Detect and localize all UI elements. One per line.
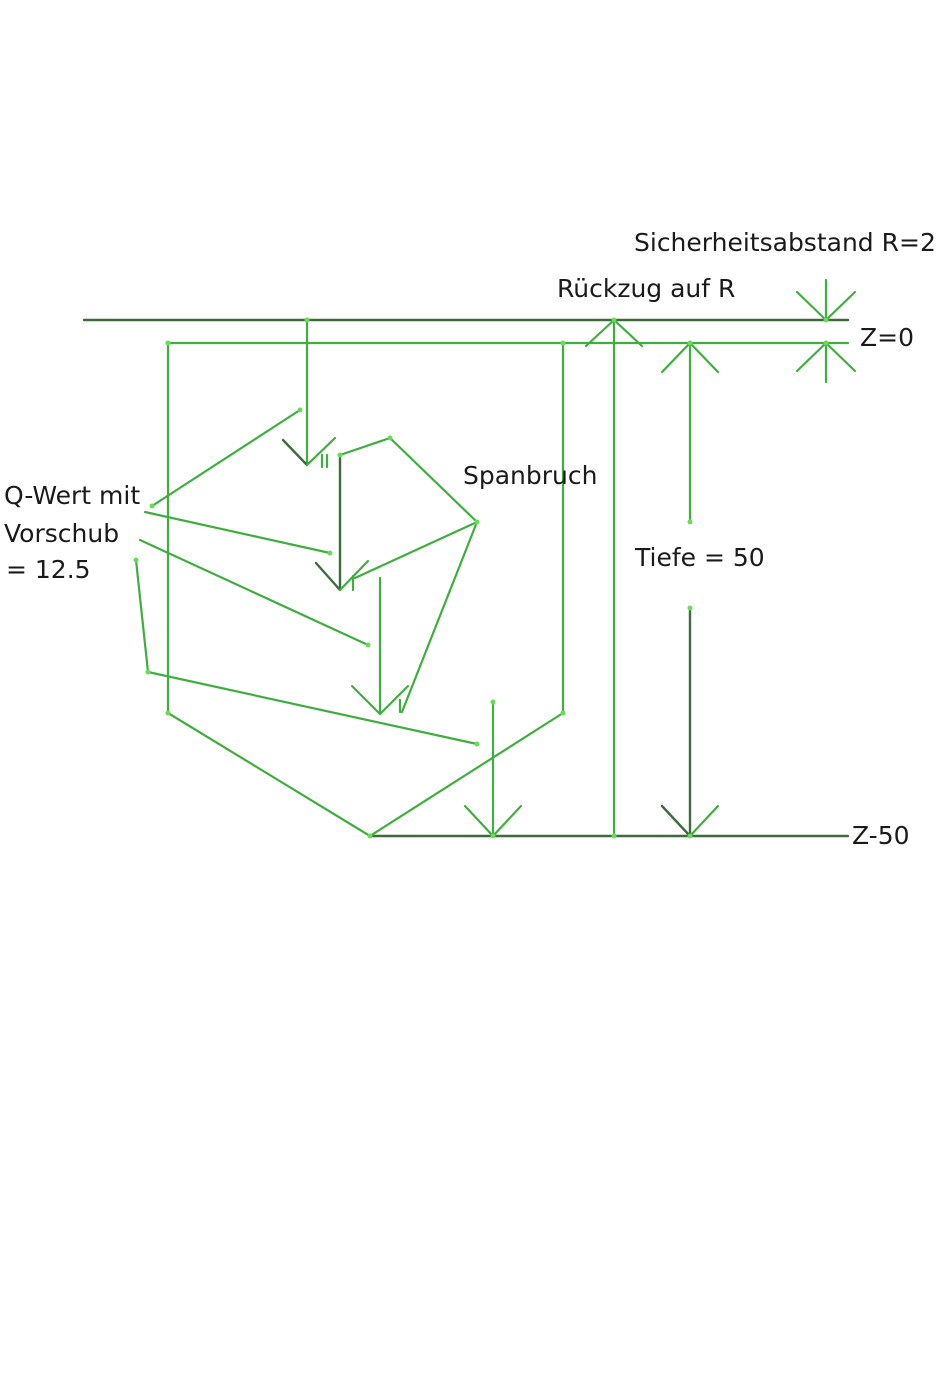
node xyxy=(475,520,480,525)
arrowhead-1a xyxy=(283,440,307,465)
depth-arrowhead-bottom-a xyxy=(662,806,690,836)
retract-indicator xyxy=(586,320,642,836)
workpiece-right-taper xyxy=(370,713,563,836)
safety-distance-label: Sicherheitsabstand R=2 xyxy=(634,228,936,257)
safety-arrowhead-top-b xyxy=(826,292,855,320)
node xyxy=(134,558,139,563)
q-pointer-1 xyxy=(152,410,300,506)
node xyxy=(612,318,617,323)
q-pointer-3 xyxy=(140,540,368,645)
arrowhead-final-a xyxy=(465,806,493,836)
node xyxy=(561,711,566,716)
q-value-label-line3: = 12.5 xyxy=(6,555,91,584)
node xyxy=(388,436,393,441)
q-pointer-4a xyxy=(136,560,148,672)
arrowhead-2a xyxy=(316,563,340,590)
chip-break-pointers xyxy=(340,438,477,712)
depth-arrowhead-top-a xyxy=(662,343,690,372)
node xyxy=(824,318,829,323)
node xyxy=(688,606,693,611)
node xyxy=(368,834,373,839)
node-points xyxy=(134,318,829,839)
node xyxy=(298,408,303,413)
depth-arrowhead-bottom-b xyxy=(690,806,718,836)
node xyxy=(146,670,151,675)
node xyxy=(166,341,171,346)
node xyxy=(688,834,693,839)
node xyxy=(688,520,693,525)
q-value-label-line2: Vorschub xyxy=(4,519,119,548)
node xyxy=(491,700,496,705)
q-value-label-line1: Q-Wert mit xyxy=(4,481,140,510)
workpiece-left-taper xyxy=(168,713,370,836)
node xyxy=(475,742,480,747)
depth-arrowhead-top-b xyxy=(690,343,718,372)
node xyxy=(824,341,829,346)
chip-pointer-top xyxy=(340,438,390,455)
z-zero-label: Z=0 xyxy=(860,323,914,352)
safety-arrowhead-top-a xyxy=(797,292,826,320)
z-end-label: Z-50 xyxy=(852,821,910,850)
feed-path xyxy=(283,320,521,836)
node xyxy=(166,711,171,716)
node xyxy=(491,834,496,839)
reference-lines xyxy=(84,320,848,836)
node xyxy=(305,318,310,323)
safety-arrowhead-bottom-a xyxy=(797,343,826,371)
arrowhead-3a xyxy=(352,686,380,714)
chip-break-label: Spanbruch xyxy=(463,461,598,490)
depth-dimension xyxy=(662,343,718,836)
workpiece-outline xyxy=(168,343,563,836)
node xyxy=(366,643,371,648)
node xyxy=(150,504,155,509)
node xyxy=(338,453,343,458)
node xyxy=(612,834,617,839)
safety-arrowhead-bottom-b xyxy=(826,343,855,371)
depth-label: Tiefe = 50 xyxy=(634,543,765,572)
safety-distance-dimension xyxy=(797,280,855,382)
arrowhead-final-b xyxy=(493,806,521,836)
node xyxy=(688,341,693,346)
retract-label: Rückzug auf R xyxy=(557,274,735,303)
node xyxy=(328,551,333,556)
q-pointer-4b xyxy=(148,672,477,744)
node xyxy=(561,341,566,346)
q-pointer-2 xyxy=(145,512,330,553)
